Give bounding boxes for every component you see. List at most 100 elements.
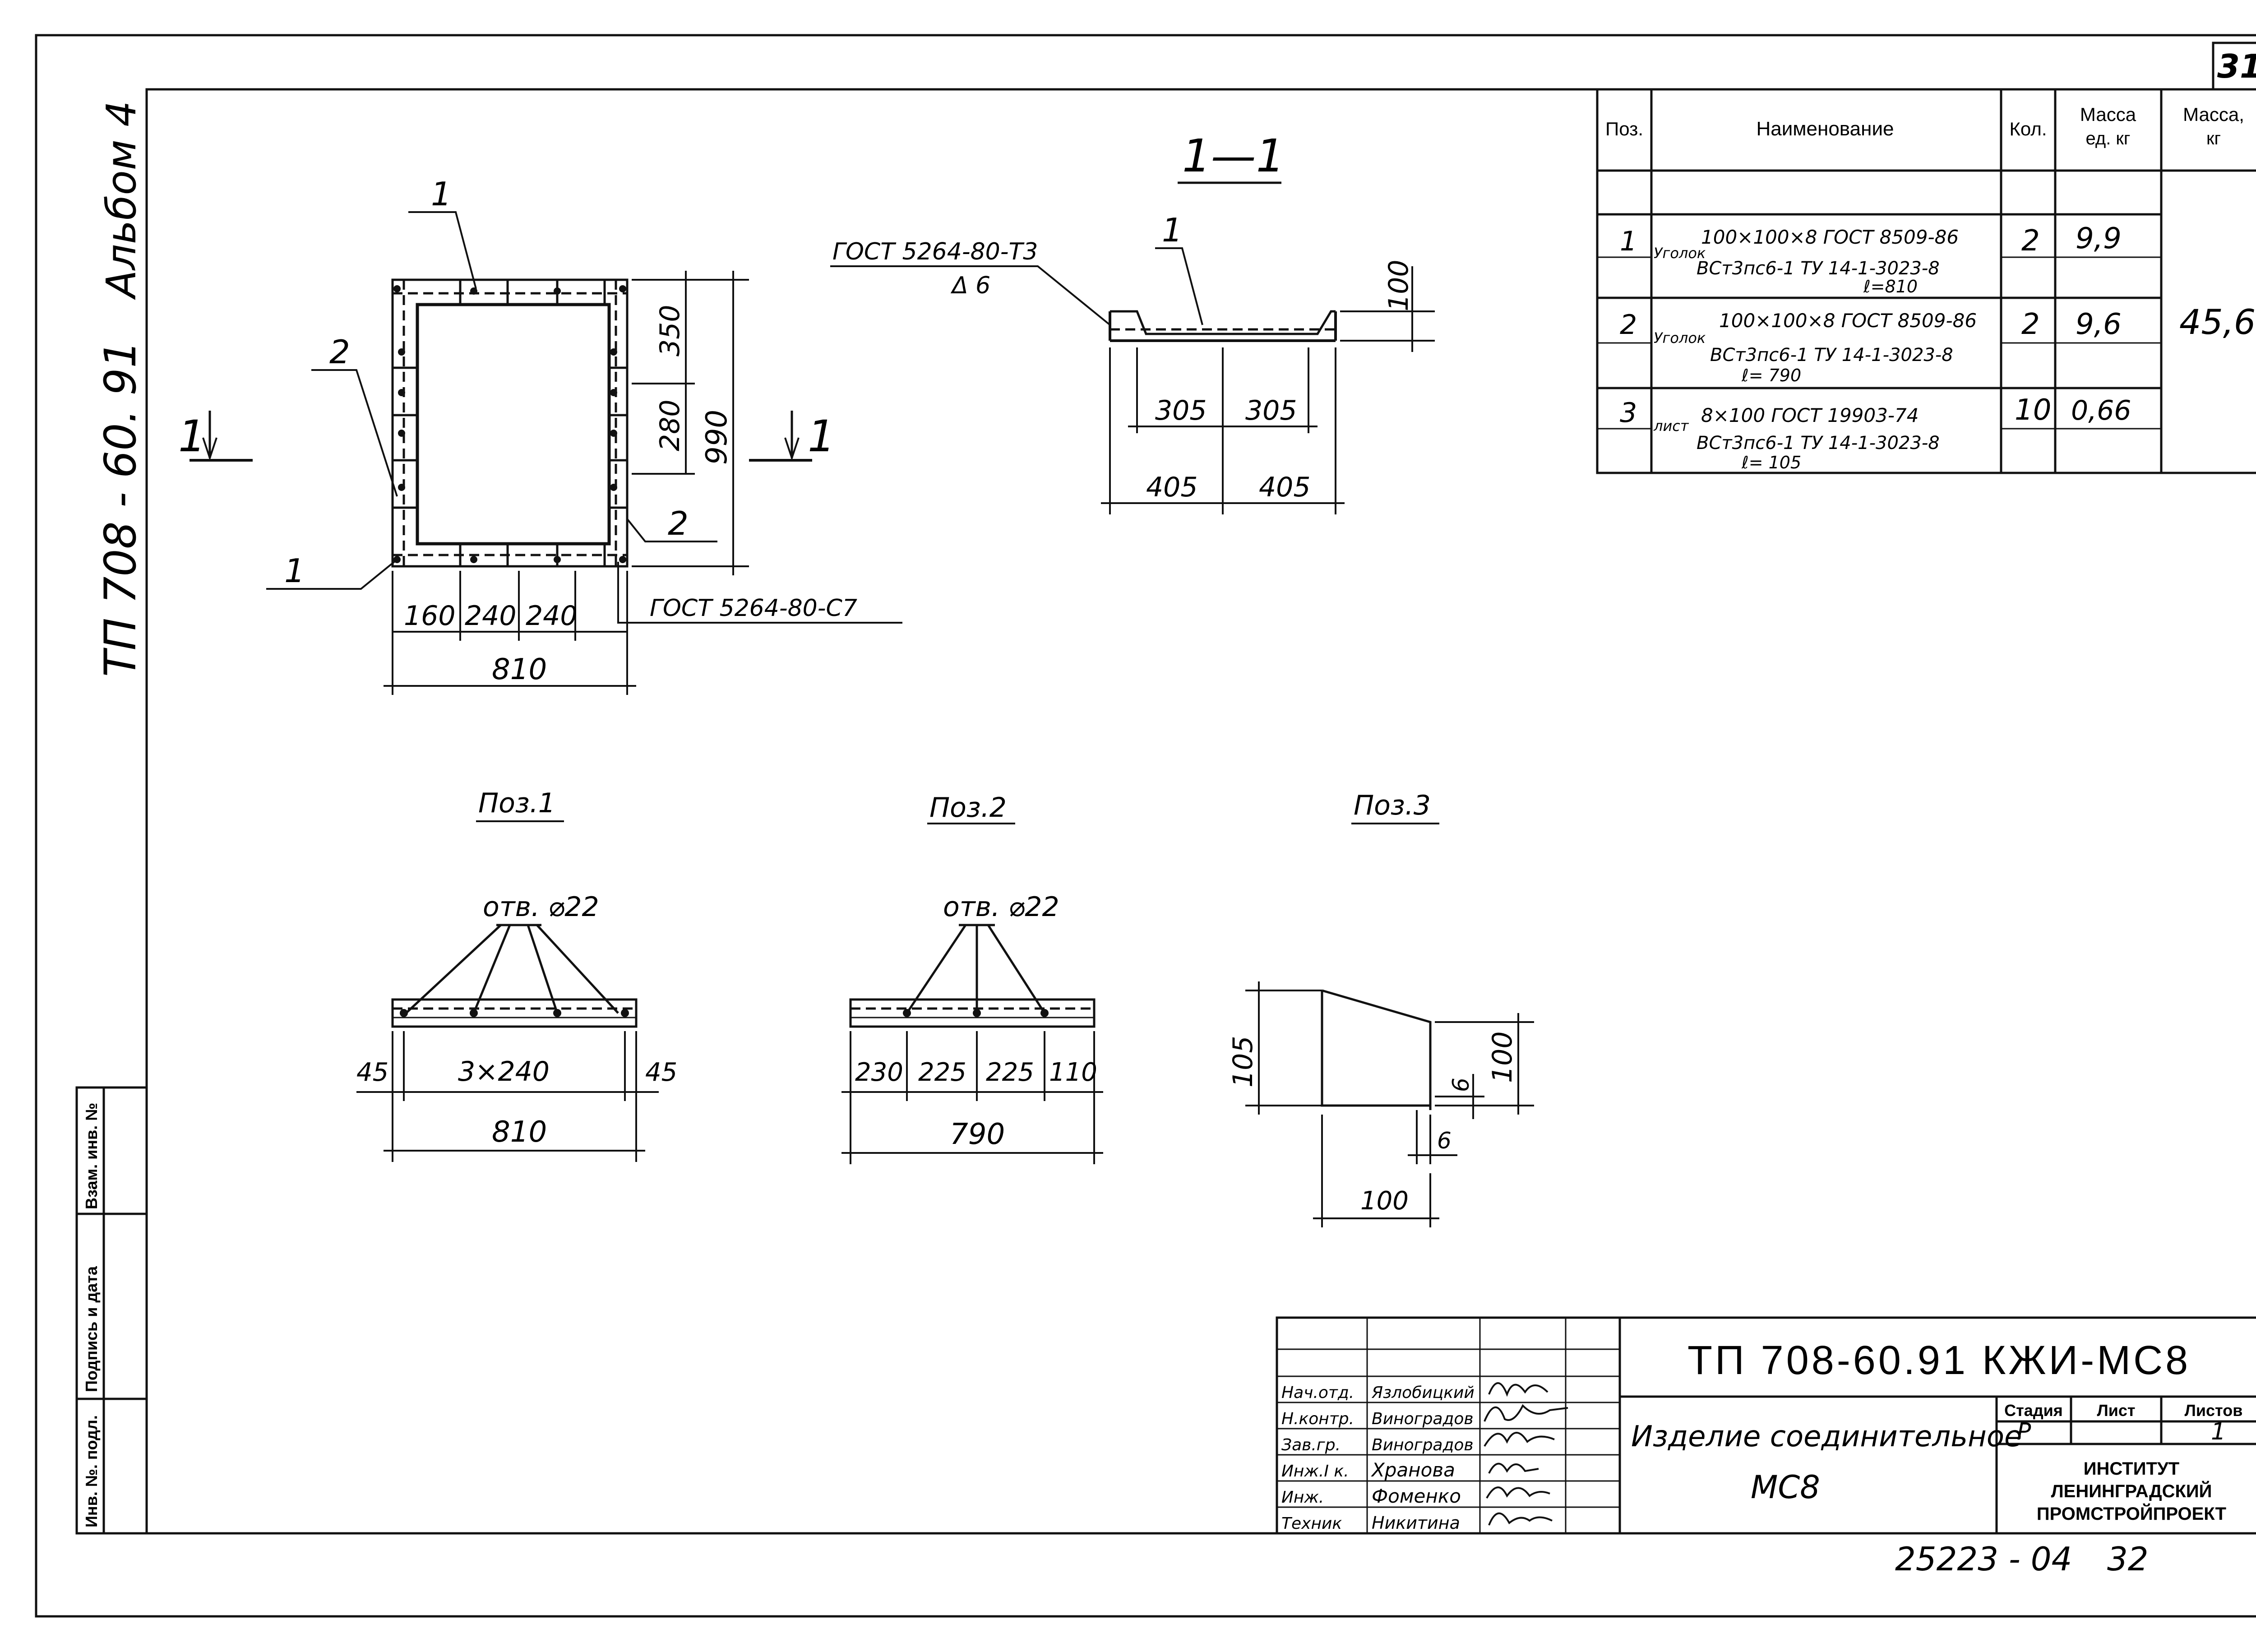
spec-row-3-pos: 3 [1620, 397, 1637, 429]
spec-mass-total: 45,6 [2179, 302, 2256, 342]
spec-row-1-line3: ℓ=810 [1863, 277, 1918, 296]
pos2-holes [903, 1009, 1049, 1017]
title-stage: Р [2017, 1418, 2031, 1445]
spec-row-1-prefix: Уголок [1654, 245, 1706, 262]
spec-row-3-qty: 10 [2015, 393, 2051, 427]
staff-role-1: Нач.отд. [1281, 1384, 1354, 1402]
spec-header-mass-total-2: кг [2206, 129, 2221, 148]
pos3-title: Поз.3 [1354, 790, 1431, 821]
pos1-dim-3x240: 3×240 [458, 1056, 550, 1087]
pos1-dim-45a: 45 [356, 1058, 388, 1087]
section-leaders [830, 247, 1435, 514]
spec-row-1-mass: 9,9 [2076, 222, 2122, 255]
plan-dim-240a: 240 [465, 600, 517, 632]
spec-row-3-line1: 8×100 ГОСТ 19903-74 [1701, 404, 1919, 426]
staff-name-3: Виноградов [1372, 1436, 1474, 1454]
staff-role-6: Техник [1281, 1514, 1342, 1533]
plan-dim-990: 990 [700, 410, 734, 465]
spec-row-1-line1: 100×100×8 ГОСТ 8509-86 [1701, 226, 1959, 248]
spec-header-name: Наименование [1756, 118, 1894, 140]
spec-row-2-line1: 100×100×8 ГОСТ 8509-86 [1719, 310, 1977, 332]
pos3-dim-105: 105 [1227, 1036, 1259, 1087]
plan-label-1-bottom: 1 [284, 552, 305, 590]
pos2-dim-790: 790 [950, 1118, 1005, 1151]
plan-holes [393, 285, 626, 563]
spec-header-pos: Поз. [1605, 118, 1643, 139]
side-podpis-data: Подпись и дата [82, 1266, 101, 1392]
side-vzam-inv: Взам. инв. № [82, 1103, 101, 1209]
plan-weld-note: ГОСТ 5264-80-С7 [650, 595, 857, 622]
section-mark-right: 1 [808, 411, 835, 462]
section-label-1: 1 [1162, 211, 1183, 249]
title-org-line3: ПРОМСТРОЙПРОЕКТ [2037, 1503, 2226, 1524]
staff-name-6: Никитина [1372, 1513, 1460, 1533]
spec-header-qty: Кол. [2009, 118, 2047, 139]
staff-name-4: Хранова [1371, 1459, 1455, 1481]
side-stamp [75, 1086, 148, 1535]
pos1-holes [400, 1009, 629, 1017]
spec-row-3-line3: ℓ= 105 [1741, 453, 1801, 472]
staff-role-4: Инж.I к. [1281, 1462, 1349, 1481]
spec-row-2-mass: 9,6 [2076, 308, 2122, 341]
section-dim-305b: 305 [1245, 395, 1297, 426]
spec-table [1596, 88, 2256, 474]
section-view [1109, 310, 1337, 342]
pos1-part [391, 924, 638, 1028]
spec-header-mass-unit-2: ед. кг [2085, 129, 2130, 148]
spec-header-mass-total-1: Масса, [2183, 104, 2244, 125]
plan-dim-350: 350 [654, 305, 686, 356]
spec-row-2-pos: 2 [1620, 309, 1637, 341]
title-name-line1: Изделие соединительное [1631, 1420, 2022, 1453]
plan-label-1-top: 1 [431, 175, 452, 213]
side-inv-podl: Инв. №. подл. [82, 1415, 101, 1527]
title-sheet-header: Лист [2097, 1401, 2135, 1420]
section-title: 1—1 [1182, 130, 1285, 182]
pos2-dim-110: 110 [1049, 1058, 1097, 1087]
page-number: 31 [2217, 47, 2256, 85]
staff-name-2: Виноградов [1372, 1410, 1474, 1428]
pos2-dim-225b: 225 [986, 1058, 1034, 1087]
staff-role-3: Зав.гр. [1281, 1436, 1341, 1454]
pos2-dimensions [841, 1031, 1103, 1164]
plan-label-2-left: 2 [329, 333, 350, 371]
pos2-title: Поз.2 [929, 792, 1007, 824]
pos1-dimensions [356, 1031, 659, 1162]
staff-role-5: Инж. [1281, 1488, 1324, 1507]
pos2-dim-225a: 225 [918, 1058, 966, 1087]
section-dim-405b: 405 [1259, 472, 1311, 503]
bottom-number-suffix: 32 [2107, 1540, 2149, 1578]
spec-row-1-line2: ВСт3пс6-1 ТУ 14-1-3023-8 [1697, 258, 1940, 279]
plan-view [391, 278, 629, 568]
pos2-hole-note: отв. ⌀22 [943, 891, 1059, 923]
pos3-part [1321, 989, 1432, 1110]
title-org-line1: ИНСТИТУТ [2084, 1459, 2179, 1479]
spec-row-1-pos: 1 [1620, 226, 1637, 257]
pos1-title: Поз.1 [478, 787, 555, 819]
section-weld-note2: Δ 6 [950, 272, 990, 299]
title-block [1276, 1316, 2256, 1535]
plan-dim-160: 160 [404, 600, 456, 632]
pos1-hole-note: отв. ⌀22 [483, 891, 599, 923]
plan-dim-810: 810 [492, 653, 547, 686]
spec-row-2-prefix: Уголок [1654, 329, 1706, 347]
plan-dimensions [384, 271, 749, 695]
spec-row-3-line2: ВСт3пс6-1 ТУ 14-1-3023-8 [1697, 433, 1940, 453]
pos3-dim-100v: 100 [1487, 1031, 1518, 1083]
spec-row-3-prefix: лист [1653, 417, 1689, 435]
pos3-dim-100h: 100 [1360, 1186, 1409, 1216]
title-org-line2: ЛЕНИНГРАДСКИЙ [2051, 1481, 2212, 1501]
spec-row-3-mass: 0,66 [2071, 395, 2131, 426]
plan-label-2-right: 2 [668, 504, 689, 542]
side-project-code: ТП 708 - 60. 91 [95, 340, 146, 677]
bottom-number: 25223 - 04 [1895, 1540, 2072, 1578]
staff-name-1: Язлобицкий [1371, 1384, 1475, 1402]
spec-row-2-qty: 2 [2021, 308, 2040, 341]
section-dim-405a: 405 [1146, 472, 1198, 503]
plan-dim-240b: 240 [526, 600, 578, 632]
title-stage-header: Стадия [2004, 1401, 2063, 1420]
section-dim-305a: 305 [1155, 395, 1207, 426]
section-mark-left: 1 [178, 411, 206, 462]
title-sheets-header: Листов [2185, 1401, 2243, 1420]
pos1-dim-45b: 45 [645, 1058, 677, 1087]
